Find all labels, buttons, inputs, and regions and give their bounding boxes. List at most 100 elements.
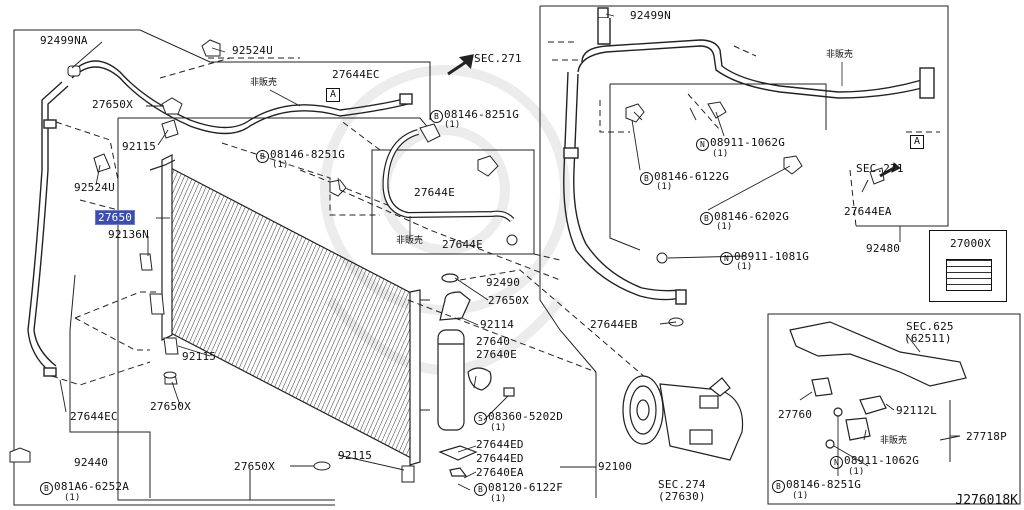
label-08911-1081g-qty: (1) <box>736 262 753 272</box>
label-not-sold-bracket: 非販売 <box>880 436 908 446</box>
label-08146-6202g-number: 08146-6202G <box>714 210 790 223</box>
label-27640ea: 27640EA <box>476 466 524 479</box>
pipe-92480 <box>563 7 935 305</box>
label-92112l: 92112L <box>896 404 937 417</box>
label-92115-bottom: 92115 <box>338 449 373 462</box>
label-27644ec-top: 27644EC <box>332 68 380 81</box>
label-sec271-left[interactable]: SEC.271 <box>474 52 522 65</box>
reference-a-left: A <box>326 88 341 102</box>
label-08911-1081g-number: 08911-1081G <box>734 250 810 263</box>
label-08146-6202g-qty: (1) <box>716 222 733 232</box>
label-08360-qty: (1) <box>490 423 507 433</box>
label-081a6-number: 081A6-6252A <box>54 480 130 493</box>
bolt-b-icon: B <box>430 110 443 123</box>
nut-n-icon: N <box>720 252 733 265</box>
label-27650x-drier: 27650X <box>488 294 529 307</box>
reference-a-right: A <box>910 135 925 149</box>
label-08146-6122g-number: 08146-6122G <box>654 170 730 183</box>
label-08911-1062g-bottom-qty: (1) <box>848 467 865 477</box>
bolt-b-icon: B <box>700 212 713 225</box>
label-not-sold-right: 非販売 <box>826 50 854 60</box>
label-not-sold-hose: 非販売 <box>396 236 424 246</box>
compressor <box>622 375 744 461</box>
bolt-b-icon: B <box>474 483 487 496</box>
nut-n-icon: N <box>830 456 843 469</box>
label-08120-qty: (1) <box>490 494 507 504</box>
label-08146-8251g-bottom-qty: (1) <box>792 491 809 501</box>
label-08146-8251g-left-number: 08146-8251G <box>270 148 346 161</box>
label-92490: 92490 <box>486 276 521 289</box>
label-27644ec-bottom: 27644EC <box>70 410 118 423</box>
label-92499n: 92499N <box>630 9 671 22</box>
label-92524u-left: 92524U <box>74 181 115 194</box>
label-08911-1062g-bottom-number: 08911-1062G <box>844 454 920 467</box>
label-27640: 27640 <box>476 335 511 348</box>
label-92480: 92480 <box>866 242 901 255</box>
leader-lines <box>59 13 960 491</box>
label-27650x-bottom: 27650X <box>234 460 275 473</box>
label-27760: 27760 <box>778 408 813 421</box>
label-card-illustration <box>946 259 992 291</box>
label-sec625[interactable]: SEC.625 <box>906 320 954 333</box>
label-27644eb: 27644EB <box>590 318 638 331</box>
label-sec274[interactable]: SEC.274 <box>658 478 706 491</box>
screw-s-icon: S <box>474 412 487 425</box>
nut-n-icon: N <box>696 138 709 151</box>
label-27650x-mid: 27650X <box>150 400 191 413</box>
label-27718p: 27718P <box>966 430 1007 443</box>
label-27650x-top: 27650X <box>92 98 133 111</box>
condenser-core <box>149 154 430 466</box>
label-27650-highlighted[interactable]: 27650 <box>95 210 136 225</box>
bolt-b-icon: B <box>40 482 53 495</box>
label-08146-8251g-bottom-number: 08146-8251G <box>786 478 862 491</box>
pipe-92440 <box>27 60 413 377</box>
bracket-group <box>789 321 967 449</box>
label-08911-1062g-top-number: 08911-1062G <box>710 136 786 149</box>
label-92499na: 92499NA <box>40 34 88 47</box>
label-08360-number: 08360-5202D <box>488 410 564 423</box>
label-27644e-lower: 27644E <box>442 238 483 251</box>
not-sold-lines <box>269 62 843 238</box>
label-27000x: 27000X <box>950 237 991 250</box>
label-92136n: 92136N <box>108 228 149 241</box>
label-08146-8251g-left-qty: (1) <box>272 160 289 170</box>
hose-92490 <box>371 123 535 255</box>
label-08120-number: 08120-6122F <box>488 481 564 494</box>
bolt-b-icon: B <box>640 172 653 185</box>
label-08146-6122g-qty: (1) <box>656 182 673 192</box>
label-27644ed-a: 27644ED <box>476 438 524 451</box>
diagram-id: J276018K <box>955 493 1018 508</box>
label-081a6-qty: (1) <box>64 493 81 503</box>
label-27644e-upper: 27644E <box>414 186 455 199</box>
label-92114: 92114 <box>480 318 515 331</box>
right-fasteners <box>625 101 885 327</box>
label-sec274-sub: (27630) <box>658 490 706 503</box>
label-08146-8251g-center-qty: (1) <box>444 120 461 130</box>
label-92115-top: 92115 <box>122 140 157 153</box>
label-92115-mid: 92115 <box>182 350 217 363</box>
label-08146-8251g-center-number: 08146-8251G <box>444 108 520 121</box>
bolt-b-icon: B <box>256 150 269 163</box>
label-27644ea: 27644EA <box>844 205 892 218</box>
left-group-outline <box>13 29 431 506</box>
bolt-b-icon: B <box>772 480 785 493</box>
label-sec271-right[interactable]: SEC.271 <box>856 162 904 175</box>
hose-92490-leaders <box>339 119 561 261</box>
bracket-group-outline <box>767 313 1021 505</box>
label-27644ed-b: 27644ED <box>476 452 524 465</box>
receiver-drier-27640 <box>437 273 515 477</box>
label-sec625-sub: (62511) <box>904 332 952 345</box>
label-not-sold-pipe: 非販売 <box>250 78 278 88</box>
label-card-27000x: 27000X <box>929 230 1007 302</box>
